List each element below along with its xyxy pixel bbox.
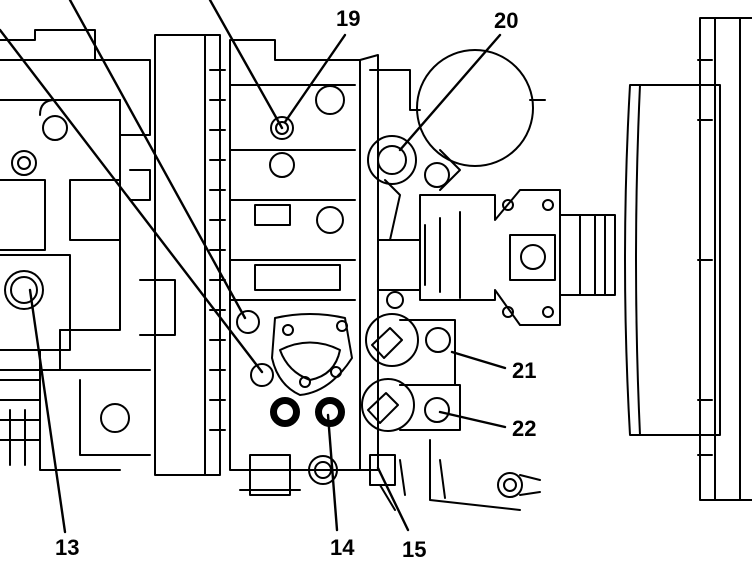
drum [624,17,752,501]
engine-block [0,29,176,471]
callout-21: 21 [512,358,537,383]
central-housing [154,34,361,496]
accumulator [416,49,546,191]
callout-22: 22 [512,416,537,441]
output-flange [419,189,616,326]
callout-14: 14 [330,535,355,560]
callout-15: 15 [402,537,427,562]
valve-body [359,54,461,511]
callout-20: 20 [494,8,519,33]
callout-19: 19 [336,6,361,31]
leader-lines [0,0,507,534]
pipes [399,439,541,511]
callout-13: 13 [55,535,80,560]
